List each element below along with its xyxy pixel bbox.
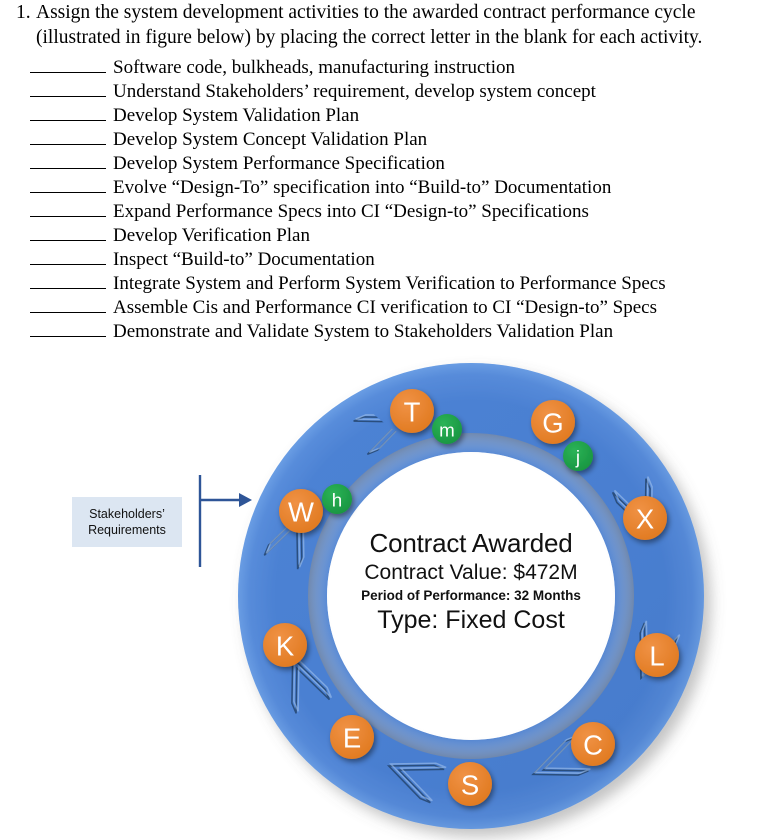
activity-label: Assemble Cis and Performance CI verifica… — [113, 297, 657, 318]
cycle-badge-S[interactable]: S — [448, 762, 492, 806]
period-of-performance-text: Period of Performance: 32 Months — [361, 588, 581, 603]
activity-row: Develop System Validation Plan — [0, 103, 784, 127]
question-row: 1. Assign the system development activit… — [0, 0, 784, 50]
badge-circle — [531, 400, 575, 444]
activity-label: Understand Stakeholders’ requirement, de… — [113, 81, 596, 102]
activity-list: Software code, bulkheads, manufacturing … — [0, 55, 784, 343]
contract-awarded-title: Contract Awarded — [369, 528, 573, 558]
badge-letter: X — [636, 504, 654, 535]
question-block: 1. Assign the system development activit… — [0, 0, 784, 50]
stakeholders-line-2: Requirements — [88, 523, 166, 537]
cycle-chevron-arrow — [291, 656, 331, 714]
activity-answer-blank[interactable] — [30, 79, 106, 97]
activity-row: Expand Performance Specs into CI “Design… — [0, 199, 784, 223]
stakeholders-requirements-callout: Stakeholders’ Requirements — [72, 497, 182, 547]
stakeholders-line-1: Stakeholders’ — [89, 507, 165, 521]
activity-answer-blank[interactable] — [30, 247, 106, 265]
activity-label: Develop Verification Plan — [113, 225, 310, 246]
badge-circle — [263, 623, 307, 667]
badge-letter: j — [575, 447, 580, 468]
activity-label: Expand Performance Specs into CI “Design… — [113, 201, 589, 222]
activity-row: Inspect “Build-to” Documentation — [0, 247, 784, 271]
activity-label: Develop System Concept Validation Plan — [113, 129, 428, 150]
cycle-badge-j[interactable]: j — [563, 441, 593, 471]
badge-letter: W — [288, 497, 314, 528]
contract-center-text: Contract Awarded Contract Value: $472M P… — [335, 528, 607, 636]
badge-letter: K — [276, 631, 295, 662]
badge-letter: h — [332, 490, 342, 511]
activity-row: Integrate System and Perform System Veri… — [0, 271, 784, 295]
question-stem: Assign the system development activities… — [36, 0, 774, 50]
cycle-chevron-arrow — [386, 764, 445, 804]
badge-circle — [322, 484, 352, 514]
badge-circle — [571, 722, 615, 766]
activity-label: Demonstrate and Validate System to Stake… — [113, 321, 614, 342]
badge-letter: L — [649, 641, 664, 672]
cycle-badge-K[interactable]: K — [263, 623, 307, 667]
activity-row: Software code, bulkheads, manufacturing … — [0, 55, 784, 79]
cycle-chevron-arrow — [293, 654, 333, 712]
badge-letter: m — [439, 420, 455, 441]
cycle-chevron-arrow — [533, 734, 591, 774]
activity-answer-blank[interactable] — [30, 103, 106, 121]
cycle-badge-E[interactable]: E — [330, 715, 374, 759]
badge-circle — [448, 762, 492, 806]
activity-label: Integrate System and Perform System Veri… — [113, 273, 666, 294]
cycle-badge-C[interactable]: C — [571, 722, 615, 766]
ring-inner-shadow — [308, 433, 634, 759]
activity-row: Assemble Cis and Performance CI verifica… — [0, 295, 784, 319]
badge-circle — [635, 633, 679, 677]
activity-row: Develop Verification Plan — [0, 223, 784, 247]
activity-label: Evolve “Design-To” specification into “B… — [113, 177, 612, 198]
activity-answer-blank[interactable] — [30, 271, 106, 289]
question-number: 1. — [16, 2, 31, 23]
cycle-badge-X[interactable]: X — [623, 496, 667, 540]
cycle-chevron-arrow — [388, 762, 447, 802]
activity-row: Develop System Concept Validation Plan — [0, 127, 784, 151]
badge-circle — [390, 389, 434, 433]
cycle-badge-h[interactable]: h — [322, 484, 352, 514]
activity-label: Inspect “Build-to” Documentation — [113, 249, 375, 270]
badge-letter: T — [404, 397, 421, 428]
activity-answer-blank[interactable] — [30, 319, 106, 337]
activity-label: Develop System Performance Specification — [113, 153, 445, 174]
stakeholders-arrow — [198, 475, 252, 567]
badge-letter: G — [542, 408, 563, 439]
badge-letter: E — [343, 723, 361, 754]
cycle-badge-L[interactable]: L — [635, 633, 679, 677]
contract-type-text: Type: Fixed Cost — [377, 606, 565, 634]
cycle-badge-T[interactable]: T — [390, 389, 434, 433]
question-line-1: Assign the system development activities… — [36, 2, 696, 23]
badge-circle — [330, 715, 374, 759]
activity-row: Evolve “Design-To” specification into “B… — [0, 175, 784, 199]
activity-answer-blank[interactable] — [30, 199, 106, 217]
cycle-badge-W[interactable]: W — [279, 489, 323, 533]
activity-label: Software code, bulkheads, manufacturing … — [113, 57, 516, 78]
activity-row: Demonstrate and Validate System to Stake… — [0, 319, 784, 343]
activity-answer-blank[interactable] — [30, 295, 106, 313]
badge-circle — [623, 496, 667, 540]
question-line-2: (illustrated in figure below) by placing… — [36, 27, 703, 48]
activity-answer-blank[interactable] — [30, 151, 106, 169]
activity-answer-blank[interactable] — [30, 55, 106, 73]
badge-circle — [279, 489, 323, 533]
cycle-badge-G[interactable]: G — [531, 400, 575, 444]
activity-label: Develop System Validation Plan — [113, 105, 360, 126]
activity-answer-blank[interactable] — [30, 223, 106, 241]
activity-answer-blank[interactable] — [30, 175, 106, 193]
badge-letter: S — [461, 770, 479, 801]
badge-circle — [432, 414, 462, 444]
badge-letter: C — [583, 730, 603, 761]
contract-value-text: Contract Value: $472M — [364, 561, 578, 584]
activity-answer-blank[interactable] — [30, 127, 106, 145]
activity-row: Understand Stakeholders’ requirement, de… — [0, 79, 784, 103]
activity-row: Develop System Performance Specification — [0, 151, 784, 175]
cycle-badge-m[interactable]: m — [432, 414, 462, 444]
badge-circle — [563, 441, 593, 471]
